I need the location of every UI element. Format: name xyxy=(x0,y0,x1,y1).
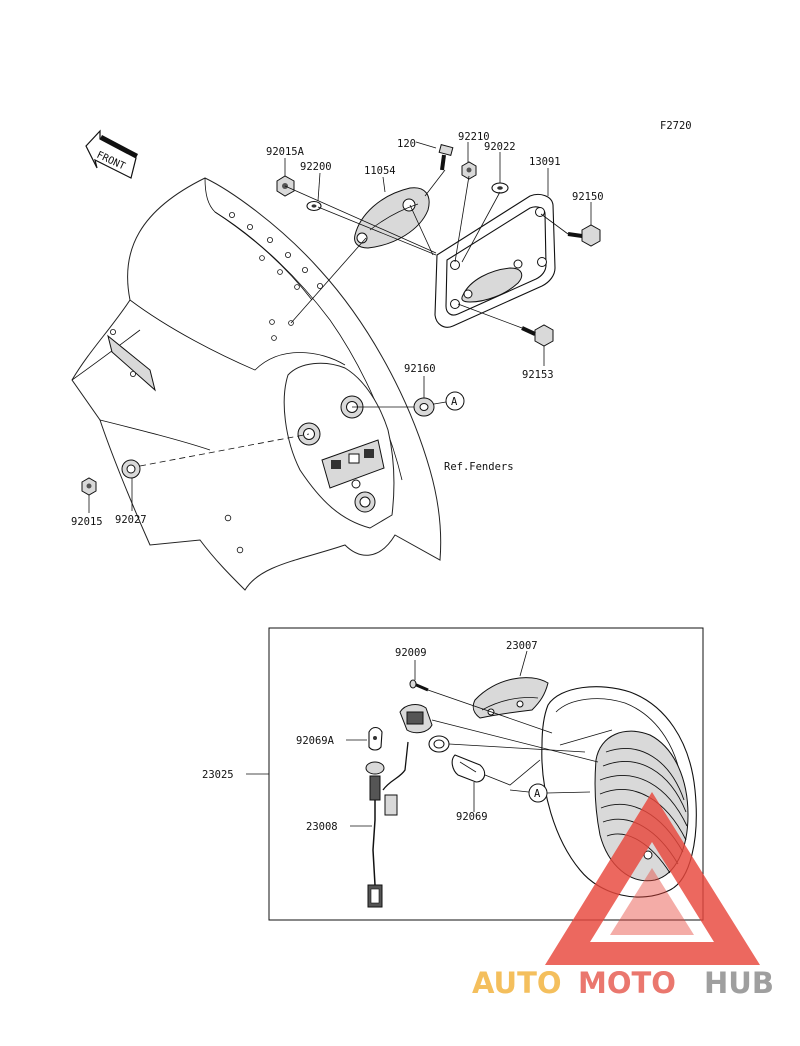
callout-a-bottom xyxy=(528,783,548,803)
label-92069: 92069 xyxy=(456,811,488,823)
part-92200-washer xyxy=(306,200,322,212)
part-92210-nut xyxy=(461,161,477,180)
label-92015: 92015 xyxy=(71,516,103,528)
ref-fenders-note: Ref.Fenders xyxy=(444,461,514,473)
part-13091-plate-bracket xyxy=(434,193,556,328)
label-11054: 11054 xyxy=(364,165,396,177)
label-92015A: 92015A xyxy=(266,146,305,158)
part-92160-grommet xyxy=(413,397,435,417)
part-92069A-bulb xyxy=(368,726,383,751)
watermark-auto: AUTO xyxy=(472,966,562,1000)
part-92150-bolt xyxy=(567,224,601,247)
part-socket xyxy=(399,704,433,734)
label-23007: 23007 xyxy=(506,640,538,652)
part-92069-bulb xyxy=(451,754,486,783)
label-92022: 92022 xyxy=(484,141,516,153)
part-gasket xyxy=(428,735,450,753)
part-92027-stud xyxy=(121,459,141,479)
part-92009-screw xyxy=(409,679,429,692)
callout-a-top xyxy=(445,391,465,411)
part-23008-harness xyxy=(365,741,409,908)
label-92210: 92210 xyxy=(458,131,490,143)
watermark-logo: AUTO MOTO HUB xyxy=(472,792,774,1000)
label-92153: 92153 xyxy=(522,369,554,381)
label-13091: 13091 xyxy=(529,156,561,168)
label-92200: 92200 xyxy=(300,161,332,173)
label-23008: 23008 xyxy=(306,821,338,833)
label-92069A: 92069A xyxy=(296,735,335,747)
callout-a-bottom-label: A xyxy=(534,788,541,800)
label-92009: 92009 xyxy=(395,647,427,659)
label-120: 120 xyxy=(397,138,416,150)
part-11054-bracket xyxy=(354,187,430,249)
watermark-moto: MOTO xyxy=(578,966,676,1000)
part-92153-bolt xyxy=(521,324,554,347)
figure-code: F2720 xyxy=(660,120,692,132)
front-arrow-icon: FRONT xyxy=(85,129,138,179)
part-92015-nut xyxy=(81,477,97,496)
label-92027: 92027 xyxy=(115,514,147,526)
label-92150: 92150 xyxy=(572,191,604,203)
part-120-bolt xyxy=(438,143,454,171)
rear-fender xyxy=(71,177,442,591)
label-92160: 92160 xyxy=(404,363,436,375)
watermark-hub: HUB xyxy=(704,966,774,1000)
callout-a-top-label: A xyxy=(451,396,458,408)
label-23025: 23025 xyxy=(202,769,234,781)
part-23007-lens-cover xyxy=(472,677,549,719)
part-92022-washer xyxy=(491,182,509,194)
